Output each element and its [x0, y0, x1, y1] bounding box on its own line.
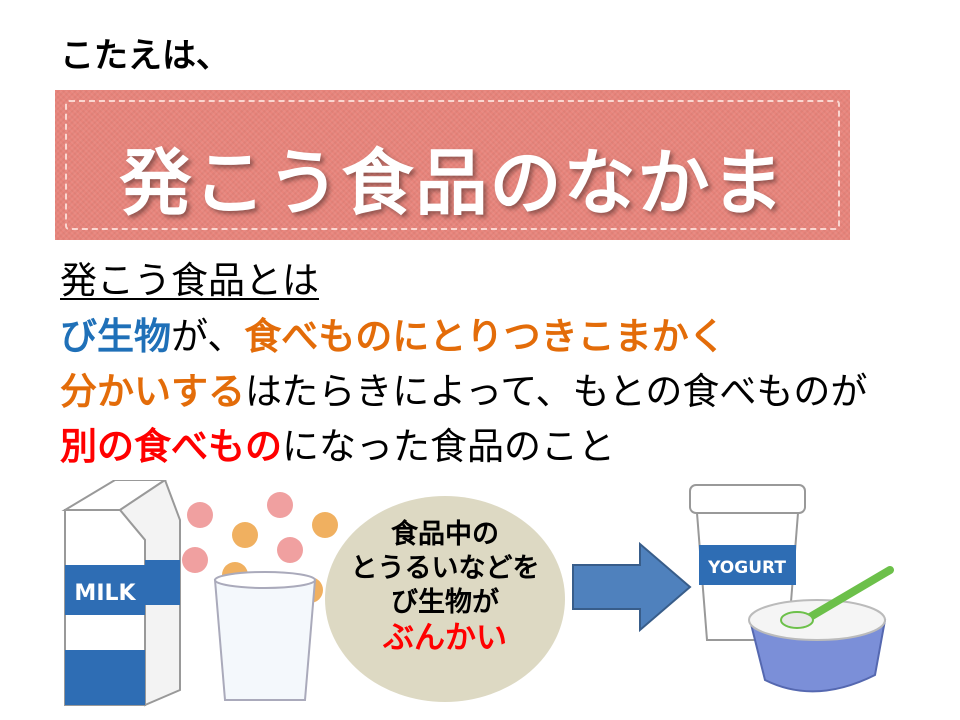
arrow-right-icon — [572, 541, 692, 633]
text: はたらきによって、もとの食べものが — [245, 370, 868, 413]
bubble-line-1: 食品中の — [391, 519, 499, 550]
bubble-line-4: ぶんかい — [383, 620, 507, 657]
definition-line-2: び生物が、食べものにとりつきこまかく — [60, 318, 726, 355]
title-banner: 発こう食品のなかま — [55, 90, 850, 240]
bubble-line-2: とうるいなどを — [350, 552, 540, 584]
explanation-bubble: 食品中の とうるいなどを び生物が ぶんかい — [325, 496, 565, 702]
text: が、 — [171, 315, 245, 358]
definition-heading: 発こう食品とは — [60, 259, 319, 302]
milk-carton-icon: MILK — [61, 480, 181, 707]
decompose-term: 分かいする — [60, 370, 245, 413]
milk-label: MILK — [74, 581, 136, 606]
different-food-term: 別の食べもの — [60, 425, 282, 468]
definition-line-4: 別の食べものになった食品のこと — [60, 428, 615, 465]
glass-icon — [213, 571, 317, 701]
text: になった食品のこと — [282, 425, 615, 468]
answer-heading: こたえは、 — [60, 36, 230, 76]
microbe-term: び生物 — [60, 315, 171, 358]
yogurt-illustration: YOGURT — [689, 484, 894, 693]
definition-line-1: 発こう食品とは — [60, 262, 319, 299]
banner-stitching — [65, 100, 840, 230]
attach-phrase: 食べものにとりつきこまかく — [244, 315, 726, 358]
definition-line-3: 分かいするはたらきによって、もとの食べものが — [60, 373, 867, 410]
milk-illustration: MILK — [61, 480, 338, 707]
bubble-line-3: び生物が — [391, 586, 499, 618]
yogurt-label: YOGURT — [707, 558, 786, 578]
yogurt-bowl-icon — [748, 566, 894, 693]
banner-title: 発こう食品のなかま — [119, 141, 786, 225]
